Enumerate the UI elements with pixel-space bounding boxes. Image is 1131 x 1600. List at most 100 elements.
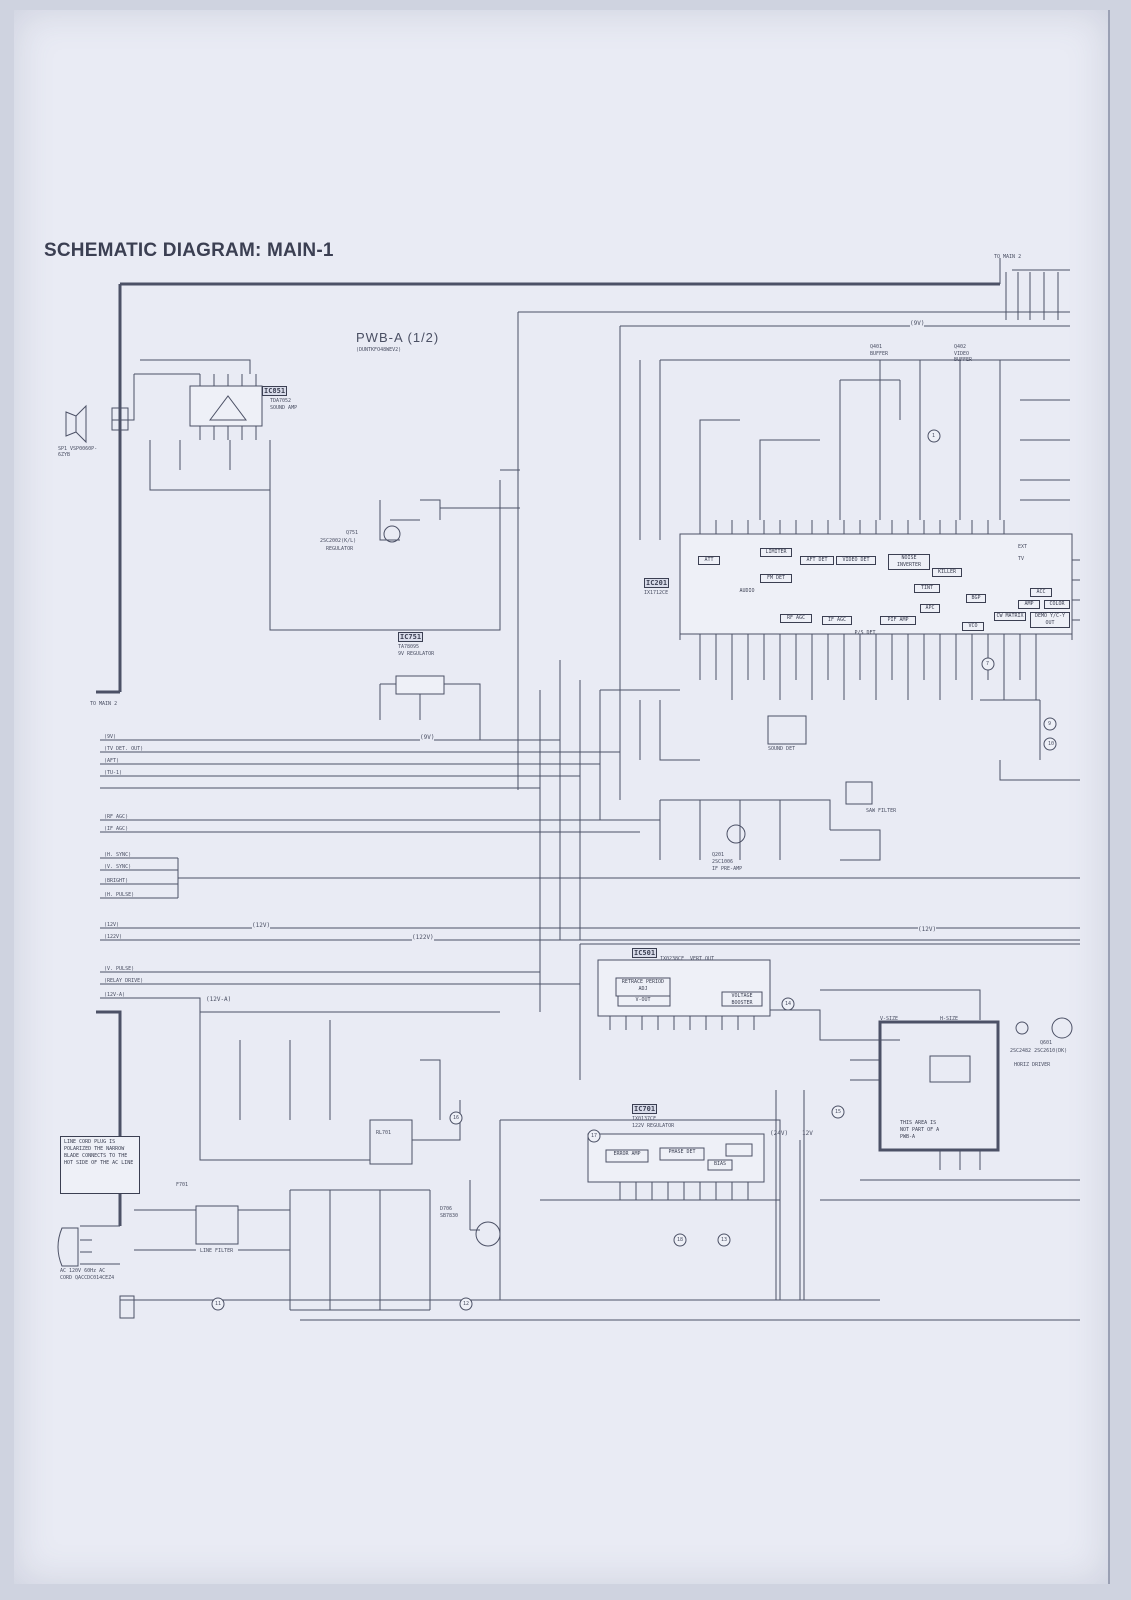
ic201-part: IX1712CE [644,590,669,596]
ic501-tag: IC501 [632,948,658,958]
ic201-limiter: LIMITER [760,548,792,557]
ic751-part: TA78095 [398,644,420,650]
bus-24v-label: (24V) [770,1130,789,1137]
ic201-audio: AUDIO [739,588,755,594]
q402-desc: VIDEO BUFFER [954,351,973,363]
ic201-acc: ACC [1030,588,1052,597]
test-point: 13 [721,1237,728,1243]
q751-id: Q751 [346,530,359,536]
sound-det-label: SOUND DET [768,746,796,752]
bus-sig-11: (12V) [104,922,120,928]
test-point: 17 [591,1133,598,1139]
bus-sig-13: (V. PULSE) [104,966,135,972]
q601-id: Q601 [1040,1040,1053,1046]
ic201-if-agc: IF AGC [822,616,852,625]
bus-9v-label: (9V) [420,734,435,741]
line-filter-label: LINE FILTER [200,1248,234,1254]
ic201-color: COLOR [1044,600,1070,609]
bus-sig-6: (IF AGC) [104,826,129,832]
bus-12v-label: (12V) [252,922,271,929]
tv-label: TV [1018,556,1025,562]
bus-12v-right-label: (12V) [918,926,937,933]
q401-desc: BUFFER [870,351,889,357]
q201-id: Q201 [712,852,725,858]
line-cord-note: LINE CORD PLUG IS POLARIZED THE NARROW B… [60,1136,140,1194]
ic201-apc: APC [920,604,940,613]
ic201-vco: VCO [962,622,984,631]
test-point: 11 [215,1301,222,1307]
q402-id: Q402 [954,344,967,350]
bus-sig-14: (RELAY DRIVE) [104,978,144,984]
bus-sig-9: (BRIGHT) [104,878,129,884]
bus-sig-15: (12V-A) [104,992,126,998]
test-point: 16 [453,1115,460,1121]
test-point: 1 [932,433,936,439]
bus-sig-1: (9V) [104,734,117,740]
ic501-part: IX0238CE [660,956,685,962]
ic201-demo-out: DEMO Y/C-Y OUT [1030,612,1070,628]
test-point: 9 [1048,721,1052,727]
bus-122v-label: (122V) [412,934,434,941]
to-main2-top-label: TO MAIN 2 [994,254,1022,260]
ic701-phase-det: PHASE DET [668,1149,696,1155]
ic201-aft-det: AFT DET [800,556,834,565]
q751-desc: REGULATOR [326,546,354,552]
bus-12va-label: (12V-A) [206,996,232,1003]
bus-9v-top-label: (9V) [910,320,925,327]
ic201-video-det: VIDEO DET [836,556,876,565]
ic851-part: TDA7052 [270,398,292,404]
ic201-killer: KILLER [932,568,962,577]
ic201-tag: IC201 [644,578,670,588]
bus-sig-2: (TV DET. OUT) [104,746,144,752]
to-main2-left-label: TO MAIN 2 [90,701,118,707]
test-point: 14 [785,1001,792,1007]
relay-label: RL701 [376,1130,392,1136]
ext-label: EXT [1018,544,1028,550]
bus-12v-vert-label: 12V [802,1130,813,1137]
page-title: SCHEMATIC DIAGRAM: MAIN-1 [44,240,334,261]
test-point: 15 [835,1109,842,1115]
schematic-page [14,10,1110,1584]
v-size-label: V-SIZE [880,1016,899,1022]
ic851-desc: SOUND AMP [270,405,298,411]
ic751-tag: IC751 [398,632,424,642]
bus-sig-12: (122V) [104,934,123,940]
ic701-bias: BIAS [713,1161,727,1167]
q601-part: 2SC2482 2SC2610(DK) [1010,1048,1068,1054]
d706-id: D706 [440,1206,453,1212]
ic501-booster: VOLTAGE BOOSTER [731,993,753,1006]
ic201-rf-agc: RF AGC [780,614,812,623]
test-point: 7 [986,661,990,667]
area-note: THIS AREA IS NOT PART OF A PWB-A [900,1120,940,1140]
ic501-retrace: RETRACE PERIOD ADJ [621,979,665,992]
ic501-vout: V-OUT [635,997,651,1003]
ic701-desc: 122V REGULATOR [632,1123,675,1129]
bus-sig-3: (AFT) [104,758,120,764]
d706-part: SB7830 [440,1213,459,1219]
ic201-tint: TINT [914,584,940,593]
q201-desc: IF PRE-AMP [712,866,743,872]
q751-part: 2SC2002(K/L) [320,538,357,544]
test-point: 12 [463,1301,470,1307]
ic201-fm-det: FM DET [760,574,792,583]
ic701-part: IX0137CE [632,1116,657,1122]
bus-sig-5: (RF AGC) [104,814,129,820]
bus-sig-8: (V. SYNC) [104,864,132,870]
test-point: 10 [1048,741,1055,747]
ic201-ps-det: P/S DET [854,630,876,636]
ic201-cw-matrix: CW MATRIX [994,612,1026,621]
ic701-tag: IC701 [632,1104,658,1114]
ic201-bgp: BGP [966,594,986,603]
q201-part: 2SC1006 [712,859,734,865]
fuse-label: F701 [176,1182,189,1188]
board-code: (DUNTKFO48WEV2) [356,347,402,353]
saw-filter-label: SAW FILTER [866,808,897,814]
ic201-amp: AMP [1018,600,1040,609]
ic201-pif-amp: PIF AMP [880,616,916,625]
bus-sig-10: (H. PULSE) [104,892,135,898]
ic201-att: ATT [698,556,720,565]
bus-sig-7: (H. SYNC) [104,852,132,858]
ac-cord-label: AC 120V 60Hz AC CORD QACCDC014CEZ4 [60,1268,115,1281]
bus-sig-4: (TU-1) [104,770,123,776]
